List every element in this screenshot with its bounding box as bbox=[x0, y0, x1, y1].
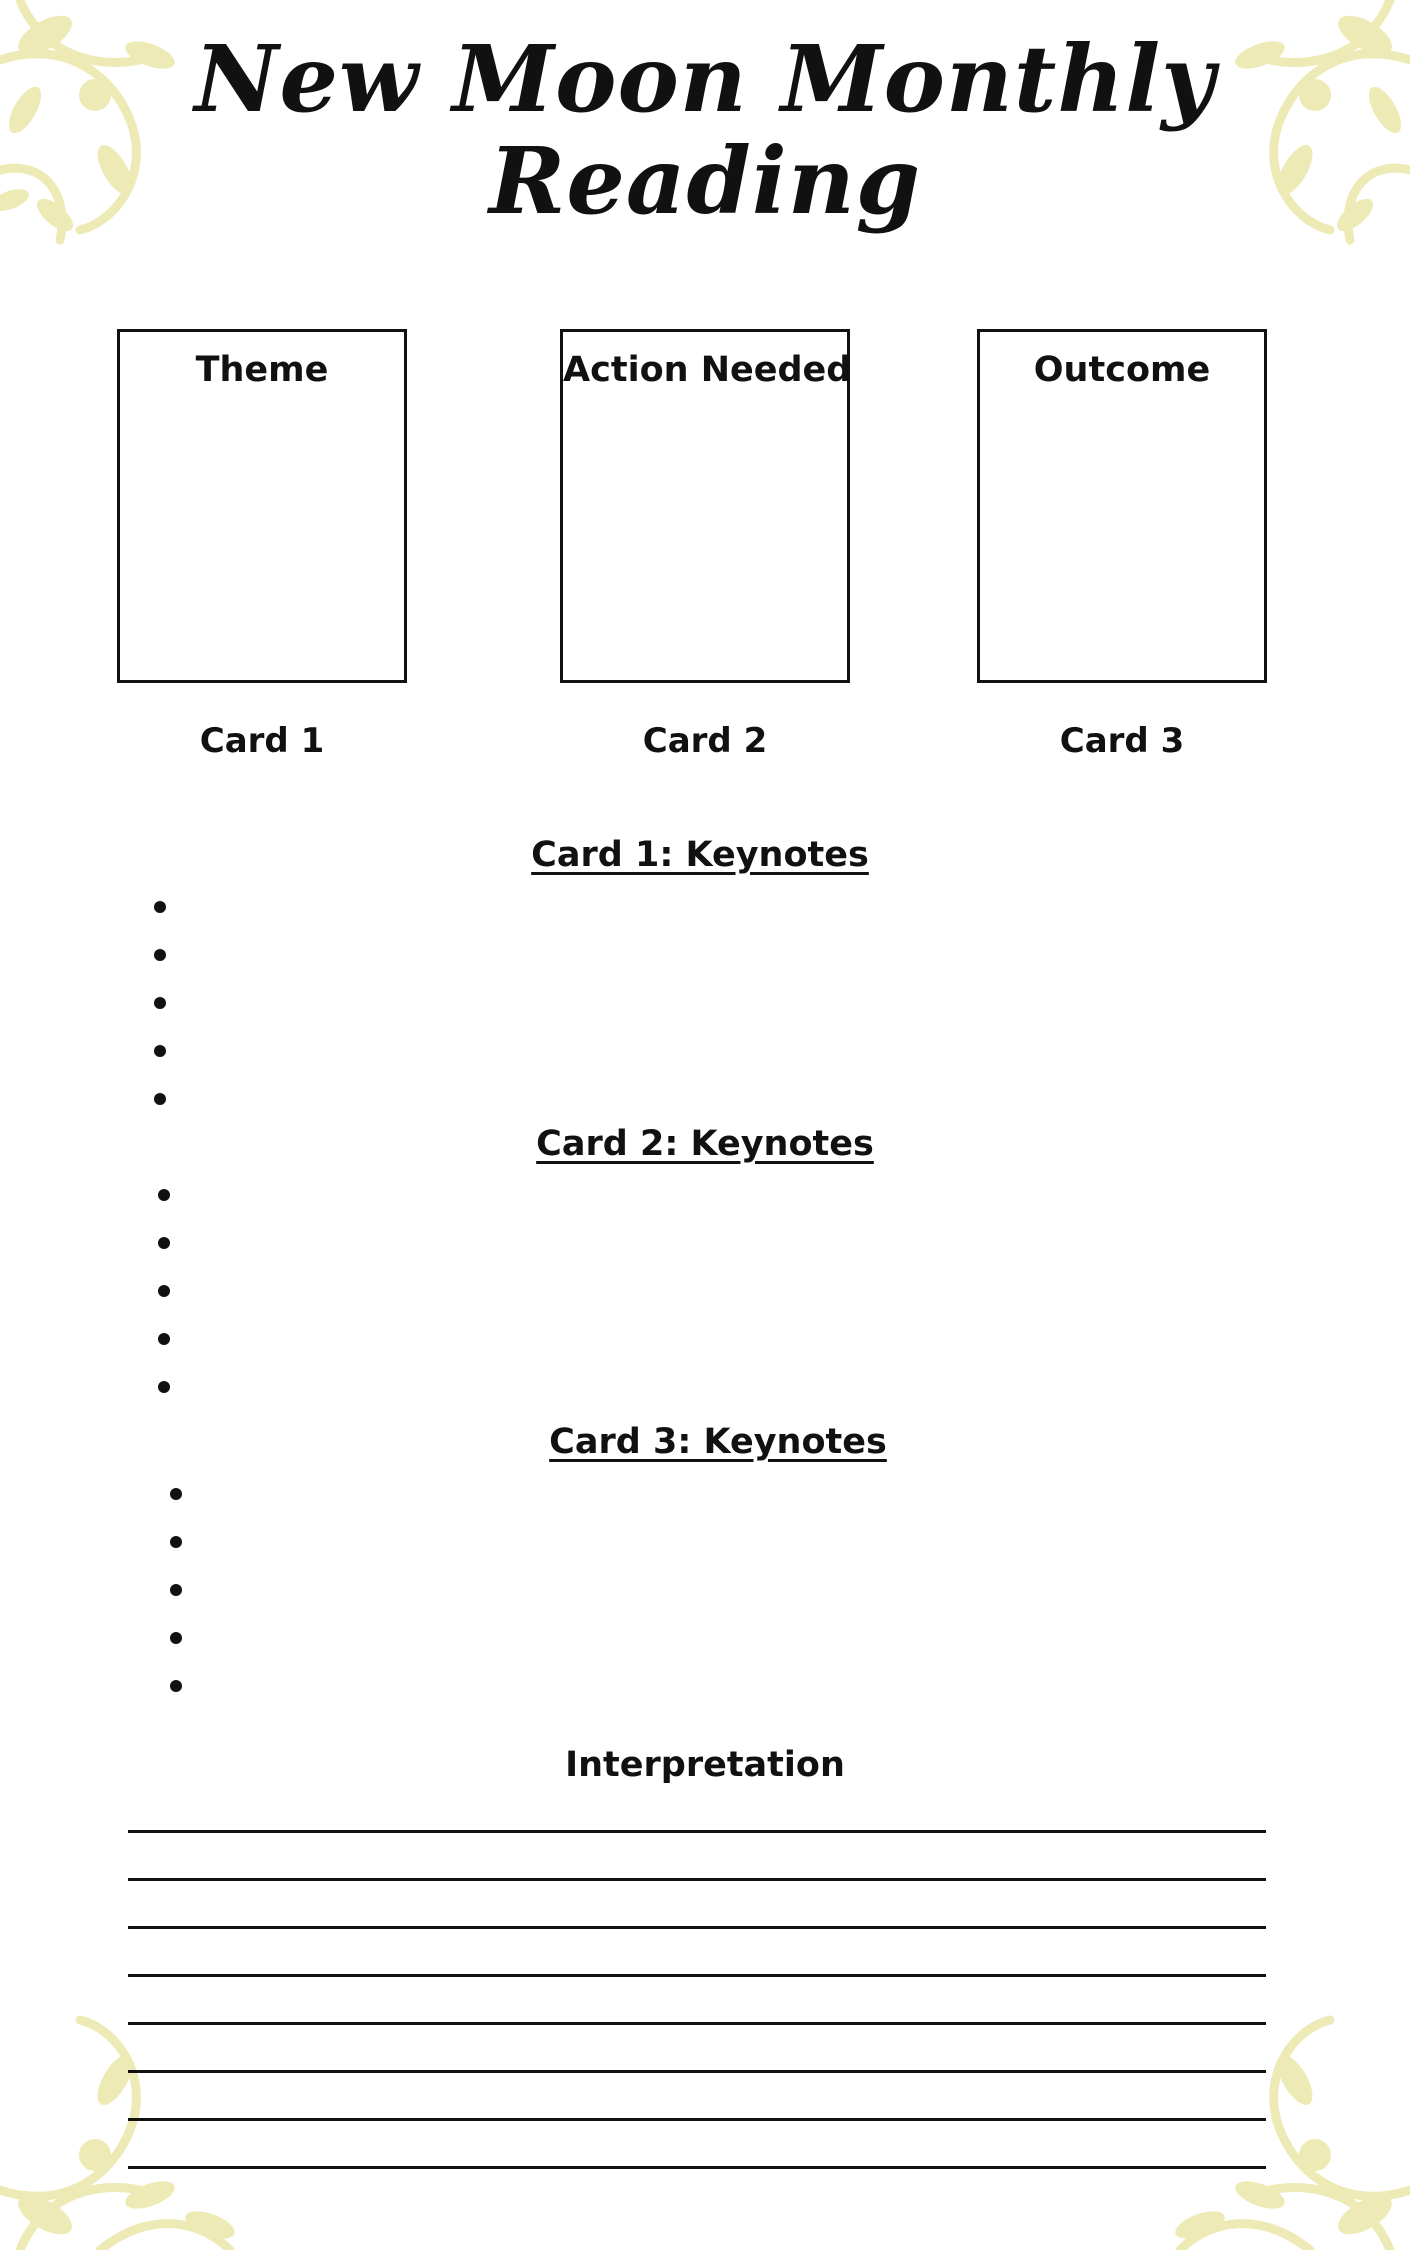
keynote-bullet bbox=[158, 1189, 170, 1201]
keynote-bullet bbox=[170, 1680, 182, 1692]
keynote-bullet bbox=[158, 1237, 170, 1249]
page-title: New Moon Monthly Reading bbox=[0, 28, 1410, 232]
card-slot-1[interactable]: Theme bbox=[117, 329, 407, 683]
writing-line[interactable] bbox=[128, 1926, 1266, 1929]
keynote-bullet bbox=[170, 1488, 182, 1500]
floral-flourish-icon bbox=[0, 1950, 300, 2250]
keynote-bullet bbox=[158, 1381, 170, 1393]
keynote-bullet bbox=[170, 1632, 182, 1644]
keynote-bullet bbox=[154, 949, 166, 961]
interpretation-heading: Interpretation bbox=[565, 1745, 845, 1785]
keynote-bullet bbox=[154, 1045, 166, 1057]
keynote-bullet bbox=[158, 1333, 170, 1345]
keynotes-heading-3: Card 3: Keynotes bbox=[549, 1422, 887, 1462]
card-label-3: Card 3 bbox=[1059, 721, 1185, 761]
writing-line[interactable] bbox=[128, 1830, 1266, 1833]
writing-line[interactable] bbox=[128, 2118, 1266, 2121]
card-label-2: Card 2 bbox=[642, 721, 768, 761]
card-slot-caption: Theme bbox=[195, 350, 329, 390]
keynote-bullet bbox=[154, 997, 166, 1009]
writing-line[interactable] bbox=[128, 1974, 1266, 1977]
floral-flourish-icon bbox=[0, 0, 300, 300]
keynote-bullet bbox=[154, 1093, 166, 1105]
writing-line[interactable] bbox=[128, 2022, 1266, 2025]
writing-line[interactable] bbox=[128, 2070, 1266, 2073]
title-line-2: Reading bbox=[488, 127, 922, 235]
floral-flourish-icon bbox=[1110, 1950, 1410, 2250]
title-line-1: New Moon Monthly bbox=[194, 25, 1216, 133]
keynote-bullet bbox=[158, 1285, 170, 1297]
keynotes-heading-2: Card 2: Keynotes bbox=[536, 1124, 874, 1164]
card-slot-caption: Action Needed bbox=[563, 350, 852, 390]
card-slot-caption: Outcome bbox=[1033, 350, 1211, 390]
card-slot-2[interactable]: Action Needed bbox=[560, 329, 852, 683]
writing-line[interactable] bbox=[128, 1878, 1266, 1881]
keynote-bullet bbox=[154, 901, 166, 913]
keynotes-heading-1: Card 1: Keynotes bbox=[531, 835, 869, 875]
card-slot-3[interactable]: Outcome bbox=[977, 329, 1267, 683]
writing-line[interactable] bbox=[128, 2166, 1266, 2169]
keynote-bullet bbox=[170, 1536, 182, 1548]
keynote-bullet bbox=[170, 1584, 182, 1596]
floral-flourish-icon bbox=[1110, 0, 1410, 300]
card-label-1: Card 1 bbox=[199, 721, 325, 761]
